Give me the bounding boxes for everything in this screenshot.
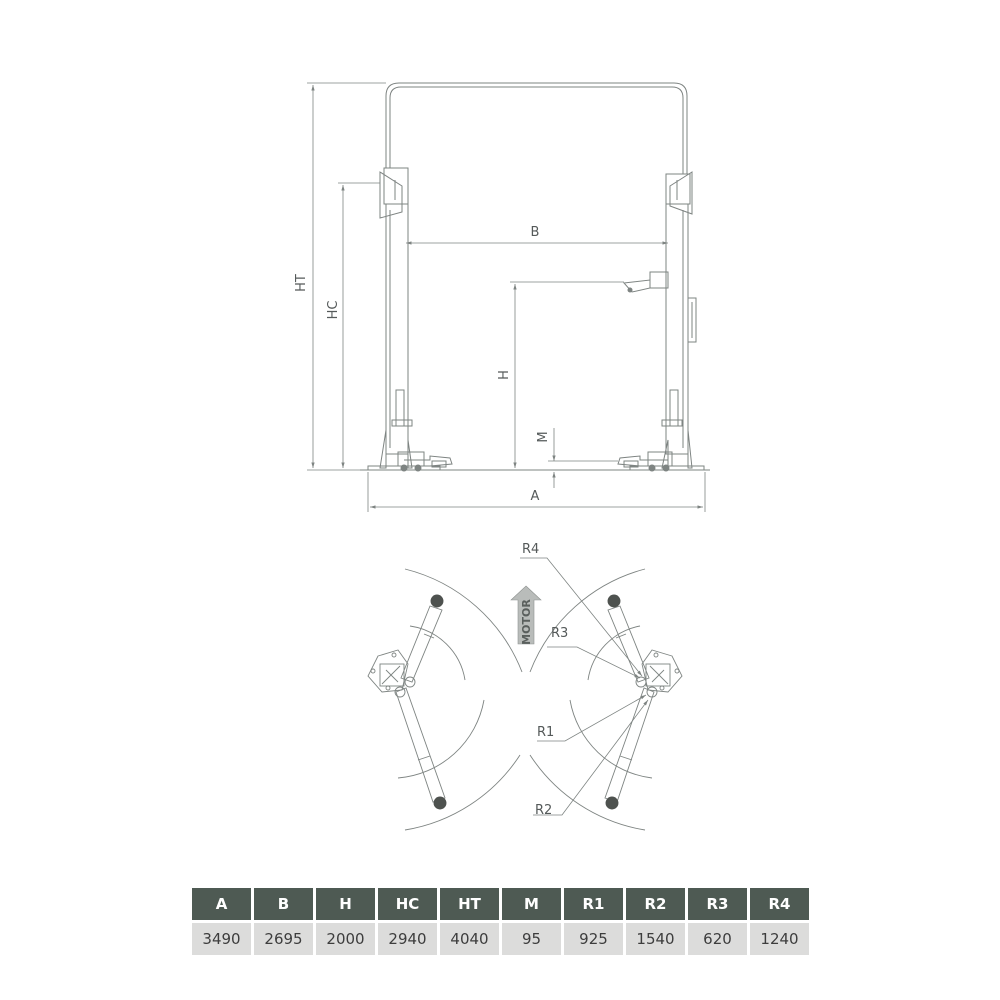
left-front-pad — [430, 594, 444, 608]
a-label: A — [531, 489, 540, 504]
left-post-plan — [367, 649, 409, 693]
motor-label: MOTOR — [520, 599, 533, 645]
value-cell-m: 95 — [502, 920, 561, 955]
value-cell-hc: 2940 — [378, 920, 437, 955]
header-cell-hc: HC — [378, 888, 437, 920]
right-column — [617, 171, 705, 472]
right-rear-arm — [604, 686, 658, 803]
table-value-row: 3490 2695 2000 2940 4040 95 925 1540 620… — [192, 920, 809, 955]
r2-label: R2 — [535, 803, 552, 818]
table-header-row: A B H HC HT M R1 R2 R3 R4 — [192, 888, 809, 920]
header-cell-b: B — [254, 888, 313, 920]
header-cell-r4: R4 — [750, 888, 809, 920]
front-elevation — [360, 82, 710, 472]
b-label: B — [531, 225, 540, 240]
header-cell-a: A — [192, 888, 251, 920]
h-label: H — [497, 370, 512, 380]
left-front-arm — [400, 605, 443, 688]
header-cell-r1: R1 — [564, 888, 623, 920]
value-cell-a: 3490 — [192, 920, 251, 955]
value-cell-r1: 925 — [564, 920, 623, 955]
left-rear-pad — [433, 796, 447, 810]
specification-table: A B H HC HT M R1 R2 R3 R4 3490 2695 2000… — [189, 888, 812, 955]
left-rear-arm — [394, 686, 446, 803]
swing-arcs — [397, 568, 653, 831]
header-cell-m: M — [502, 888, 561, 920]
hc-label: HC — [326, 301, 341, 320]
value-cell-h: 2000 — [316, 920, 375, 955]
value-cell-ht: 4040 — [440, 920, 499, 955]
dimension-lines — [307, 82, 706, 512]
ht-label: HT — [294, 274, 309, 292]
right-front-pad — [607, 594, 621, 608]
right-rear-pad — [605, 796, 619, 810]
header-cell-h: H — [316, 888, 375, 920]
left-column — [367, 167, 453, 472]
lift-diagram: HT HC B H M A — [294, 82, 710, 831]
value-cell-r2: 1540 — [626, 920, 685, 955]
plan-view — [367, 557, 683, 831]
value-cell-r4: 1240 — [750, 920, 809, 955]
r1-label: R1 — [537, 725, 554, 740]
right-front-arm — [607, 605, 650, 688]
header-cell-r3: R3 — [688, 888, 747, 920]
right-post-plan — [641, 649, 683, 693]
radius-leaders — [520, 557, 649, 816]
overhead-bar — [385, 82, 688, 174]
r4-label: R4 — [522, 542, 539, 557]
r3-label: R3 — [551, 626, 568, 641]
value-cell-r3: 620 — [688, 920, 747, 955]
m-label: M — [536, 431, 551, 442]
header-cell-ht: HT — [440, 888, 499, 920]
value-cell-b: 2695 — [254, 920, 313, 955]
header-cell-r2: R2 — [626, 888, 685, 920]
motor-arrow: MOTOR — [510, 585, 542, 645]
